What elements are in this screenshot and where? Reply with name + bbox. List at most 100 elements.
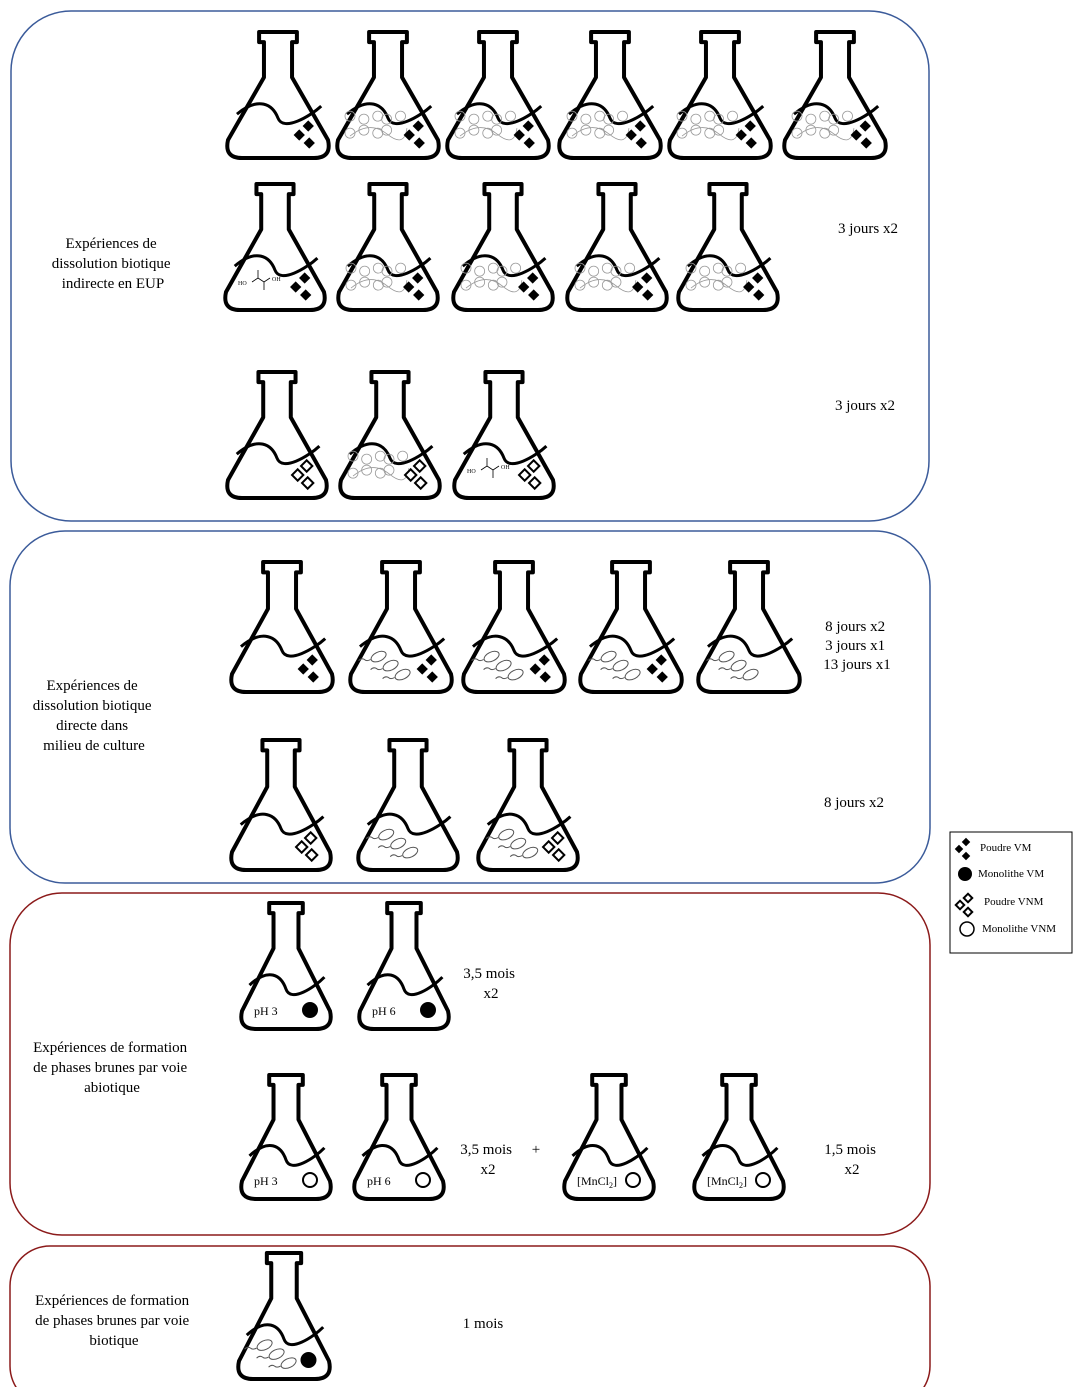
flask-s1-r1-4 <box>667 30 773 160</box>
liquid-surface <box>359 634 446 658</box>
liquid-surface <box>248 1144 326 1167</box>
flask-s2-r1-0 <box>229 560 335 694</box>
s3-duration-row1: 3,5 mois x2 <box>463 966 518 1002</box>
powder-vm-icon <box>538 654 550 666</box>
powder-vm-icon <box>307 671 319 683</box>
flask-s3-r2-0: pH 3 <box>239 1073 333 1201</box>
flask-s4-0 <box>236 1251 332 1381</box>
s2-duration-row1: 8 jours x2 3 jours x1 13 jours x1 <box>823 619 891 673</box>
s1-duration-row3: 3 jours x2 <box>835 398 895 414</box>
flask-s3-r2-1: pH 6 <box>352 1073 446 1201</box>
flask-outline <box>229 560 335 694</box>
frame-biotic-brown <box>9 1245 931 1387</box>
liquid-surface <box>346 254 432 278</box>
powder-vm-icon <box>752 272 764 284</box>
flask-outline <box>239 901 333 1031</box>
flask-s3-r1-0: pH 3 <box>239 901 333 1031</box>
bacteria-icon <box>588 650 641 681</box>
flask-outline <box>557 30 663 160</box>
cell-cluster-icon <box>574 262 637 293</box>
s2-duration-row2: 8 jours x2 <box>824 795 884 811</box>
powder-vm-icon <box>753 289 765 301</box>
powder-vm-icon <box>635 137 647 149</box>
flask-label: pH 3 <box>254 1004 278 1018</box>
legend-label-powder-vnm: Poudre VNM <box>984 896 1044 908</box>
liquid-surface <box>236 102 323 126</box>
legend-label-monolith-vm: Monolithe VM <box>978 868 1044 880</box>
powder-vm-icon <box>518 281 530 293</box>
liquid-surface <box>245 1323 325 1347</box>
flask-label: pH 6 <box>372 1004 396 1018</box>
flask-s1-r1-2 <box>445 30 551 160</box>
powder-vnm-icon <box>526 458 541 474</box>
liquid-surface <box>233 254 319 278</box>
flask-s3-r2-2: [MnCl2] <box>562 1073 656 1201</box>
cell-cluster-icon <box>344 110 408 141</box>
powder-vm-icon <box>625 129 637 141</box>
flask-s2-r2-1 <box>356 738 460 872</box>
legend: Poudre VM Monolithe VM Poudre VNM Monoli… <box>949 831 1073 954</box>
cell-cluster-icon <box>345 262 408 293</box>
powder-vm-icon <box>642 289 654 301</box>
liquid-surface <box>456 102 543 126</box>
monolith-vnm-icon <box>959 921 975 937</box>
liquid-surface <box>701 1144 779 1167</box>
powder-vm-icon <box>646 663 658 675</box>
powder-vm-icon <box>735 129 747 141</box>
flask-outline <box>223 182 327 312</box>
powder-vnm-icon <box>299 458 314 474</box>
flask-s1-r2-1 <box>336 182 440 312</box>
bacteria-icon <box>706 650 759 681</box>
powder-vm-icon <box>416 663 428 675</box>
liquid-surface <box>240 634 327 658</box>
powder-vm-icon <box>656 671 668 683</box>
powder-vm-icon <box>297 663 309 675</box>
bacteria-icon <box>471 650 524 681</box>
powder-vnm-icon <box>954 899 966 911</box>
flask-s1-r1-3 <box>557 30 663 160</box>
powder-vm-icon <box>413 289 425 301</box>
powder-vm-icon <box>425 654 437 666</box>
powder-vnm-icon <box>303 830 318 846</box>
powder-vm-icon <box>523 137 535 149</box>
flask-label: [MnCl2] <box>577 1174 617 1190</box>
flask-outline <box>335 30 441 160</box>
flask-outline <box>476 738 580 872</box>
liquid-surface <box>575 254 661 278</box>
liquid-surface <box>589 634 676 658</box>
s3-plus: + <box>532 1142 540 1158</box>
monolith-vnm-icon <box>625 1172 641 1188</box>
flask-outline <box>338 370 442 500</box>
powder-vm-icon <box>528 289 540 301</box>
liquid-surface <box>462 442 548 466</box>
flask-outline <box>696 560 802 694</box>
powder-vnm-icon <box>412 458 427 474</box>
flask-s1-r1-0 <box>225 30 331 160</box>
flask-outline <box>336 182 440 312</box>
flask-outline <box>348 560 454 694</box>
bacteria-icon <box>365 828 419 859</box>
flask-s1-r2-4 <box>676 182 780 312</box>
svg-text:HO: HO <box>238 281 247 287</box>
flask-s2-r1-3 <box>578 560 684 694</box>
flask-s2-r1-4 <box>696 560 802 694</box>
flask-s1-r1-1 <box>335 30 441 160</box>
flask-outline <box>667 30 773 160</box>
s1-title: Expériences de dissolution biotique indi… <box>52 236 175 292</box>
flask-outline <box>236 1251 332 1381</box>
liquid-surface <box>346 102 433 126</box>
powder-vm-icon <box>529 663 541 675</box>
s1-duration-row2: 3 jours x2 <box>838 221 898 237</box>
powder-vm-icon <box>403 129 415 141</box>
svg-text:HO: HO <box>467 469 476 475</box>
powder-vm-icon <box>655 654 667 666</box>
powder-vnm-icon <box>550 830 565 846</box>
powder-vm-icon <box>860 137 872 149</box>
flask-outline <box>352 1073 446 1201</box>
powder-vm-icon <box>745 137 757 149</box>
flask-label: pH 3 <box>254 1174 278 1188</box>
liquid-surface <box>461 254 547 278</box>
